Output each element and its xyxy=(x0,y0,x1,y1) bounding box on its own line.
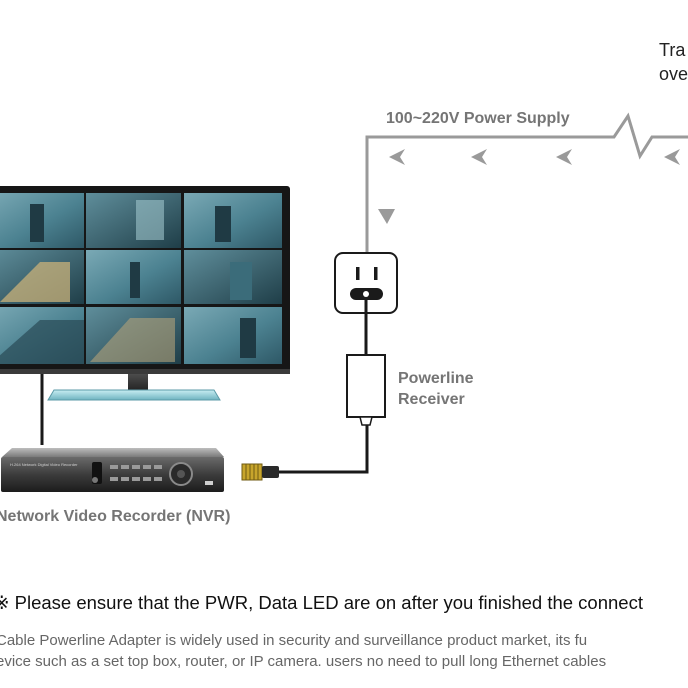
top-right-line-2: ove xyxy=(659,64,688,84)
flow-arrow-icon xyxy=(378,209,395,224)
description: Cable Powerline Adapter is widely used i… xyxy=(0,630,606,672)
cables xyxy=(40,300,369,474)
power-outlet-icon xyxy=(334,252,398,314)
power-supply-label: 100~220V Power Supply xyxy=(386,110,570,127)
nvr-brand-text: H.264 Network Digital Video Recorder xyxy=(10,462,78,467)
flow-arrows xyxy=(378,149,680,224)
top-right-line-1: Tra xyxy=(659,40,686,60)
receiver-label-line-1: Powerline xyxy=(398,370,474,387)
top-right-text: Tra ove xyxy=(659,38,688,86)
power-supply-line xyxy=(365,112,688,252)
description-line-1: Cable Powerline Adapter is widely used i… xyxy=(0,632,588,649)
powerline-receiver xyxy=(346,354,386,426)
flow-arrow-icon xyxy=(556,149,572,165)
nvr-device: H.264 Network Digital Video Recorder xyxy=(1,448,224,492)
description-line-2: evice such as a set top box, router, or … xyxy=(0,653,607,670)
receiver-label-line-2: Receiver xyxy=(398,391,465,408)
flow-arrow-icon xyxy=(471,149,487,165)
nvr-label: Network Video Recorder (NVR) xyxy=(0,508,231,525)
flow-arrow-icon xyxy=(389,149,405,165)
flow-arrow-icon xyxy=(664,149,680,165)
camera-feed-grid xyxy=(0,193,282,364)
receiver-label: Powerline Receiver xyxy=(398,368,474,410)
connection-note: ※ Please ensure that the PWR, Data LED a… xyxy=(0,592,643,613)
ethernet-plug-icon xyxy=(241,463,279,481)
monitor xyxy=(0,186,290,401)
